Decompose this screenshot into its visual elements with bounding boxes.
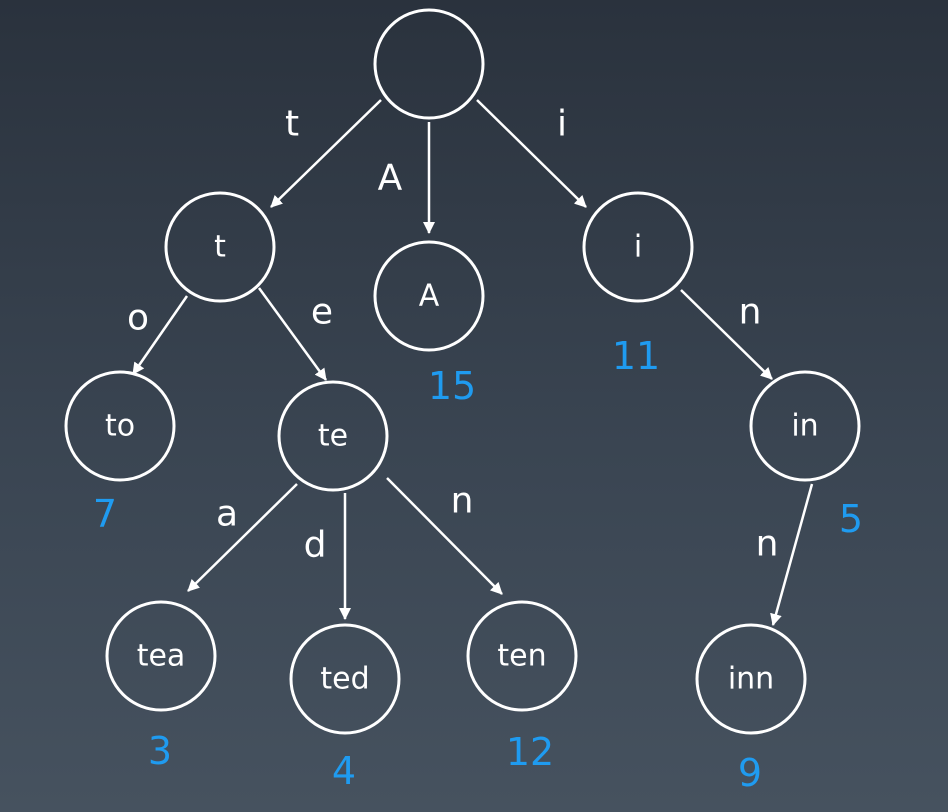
node-circle [164, 191, 276, 303]
node-root [373, 8, 485, 120]
node-value-in: 5 [839, 497, 863, 541]
node-ted: ted [289, 623, 401, 735]
node-value-A: 15 [428, 364, 476, 408]
node-value-i: 11 [612, 334, 660, 378]
node-circle [695, 623, 807, 735]
node-label: ted [320, 662, 369, 697]
node-circle [105, 600, 217, 712]
node-in: in [749, 370, 861, 482]
node-label: tea [137, 639, 186, 674]
edge-label-t-te: e [311, 292, 333, 333]
edge-arrow-t-to [131, 295, 189, 375]
edge-label-te-ted: d [304, 525, 327, 566]
node-i: i [582, 191, 694, 303]
node-value-ten: 12 [506, 730, 554, 774]
node-value-tea: 3 [148, 729, 172, 773]
node-label: inn [728, 662, 774, 697]
node-te: te [277, 380, 389, 492]
node-circle [289, 623, 401, 735]
node-label: t [214, 230, 226, 265]
node-circle [64, 370, 176, 482]
node-value-to: 7 [93, 492, 117, 536]
edge-arrow-root-t [270, 99, 382, 208]
node-circle [373, 240, 485, 352]
node-label: te [318, 419, 348, 454]
node-to: to [64, 370, 176, 482]
node-value-ted: 4 [332, 749, 356, 793]
node-label: ten [497, 639, 546, 674]
node-circle [582, 191, 694, 303]
edge-label-t-to: o [127, 298, 149, 339]
edge-label-te-ten: n [451, 481, 474, 522]
node-A: A [373, 240, 485, 352]
node-ten: ten [466, 600, 578, 712]
node-label: in [791, 409, 818, 444]
edge-label-root-t: t [285, 104, 299, 145]
node-value-inn: 9 [738, 751, 762, 795]
node-circle [749, 370, 861, 482]
node-label: i [634, 230, 642, 265]
edge-arrow-in-inn [770, 483, 814, 626]
edge-label-in-inn: n [756, 524, 779, 565]
node-label: to [105, 409, 135, 444]
node-circle [373, 8, 485, 120]
node-tea: tea [105, 600, 217, 712]
edge-arrow-te-ten [386, 477, 503, 595]
edge-label-te-tea: a [216, 494, 238, 535]
node-t: t [164, 191, 276, 303]
edge-label-root-A: A [378, 158, 403, 199]
node-inn: inn [695, 623, 807, 735]
edge-arrow-t-te [257, 287, 328, 381]
edge-label-root-i: i [557, 104, 567, 145]
node-label: A [419, 279, 440, 314]
edge-arrow-root-i [476, 99, 587, 208]
node-circle [277, 380, 389, 492]
node-circle [466, 600, 578, 712]
edge-arrow-i-in [680, 289, 773, 380]
edge-label-i-in: n [739, 292, 762, 333]
edge-arrow-te-tea [187, 483, 298, 592]
